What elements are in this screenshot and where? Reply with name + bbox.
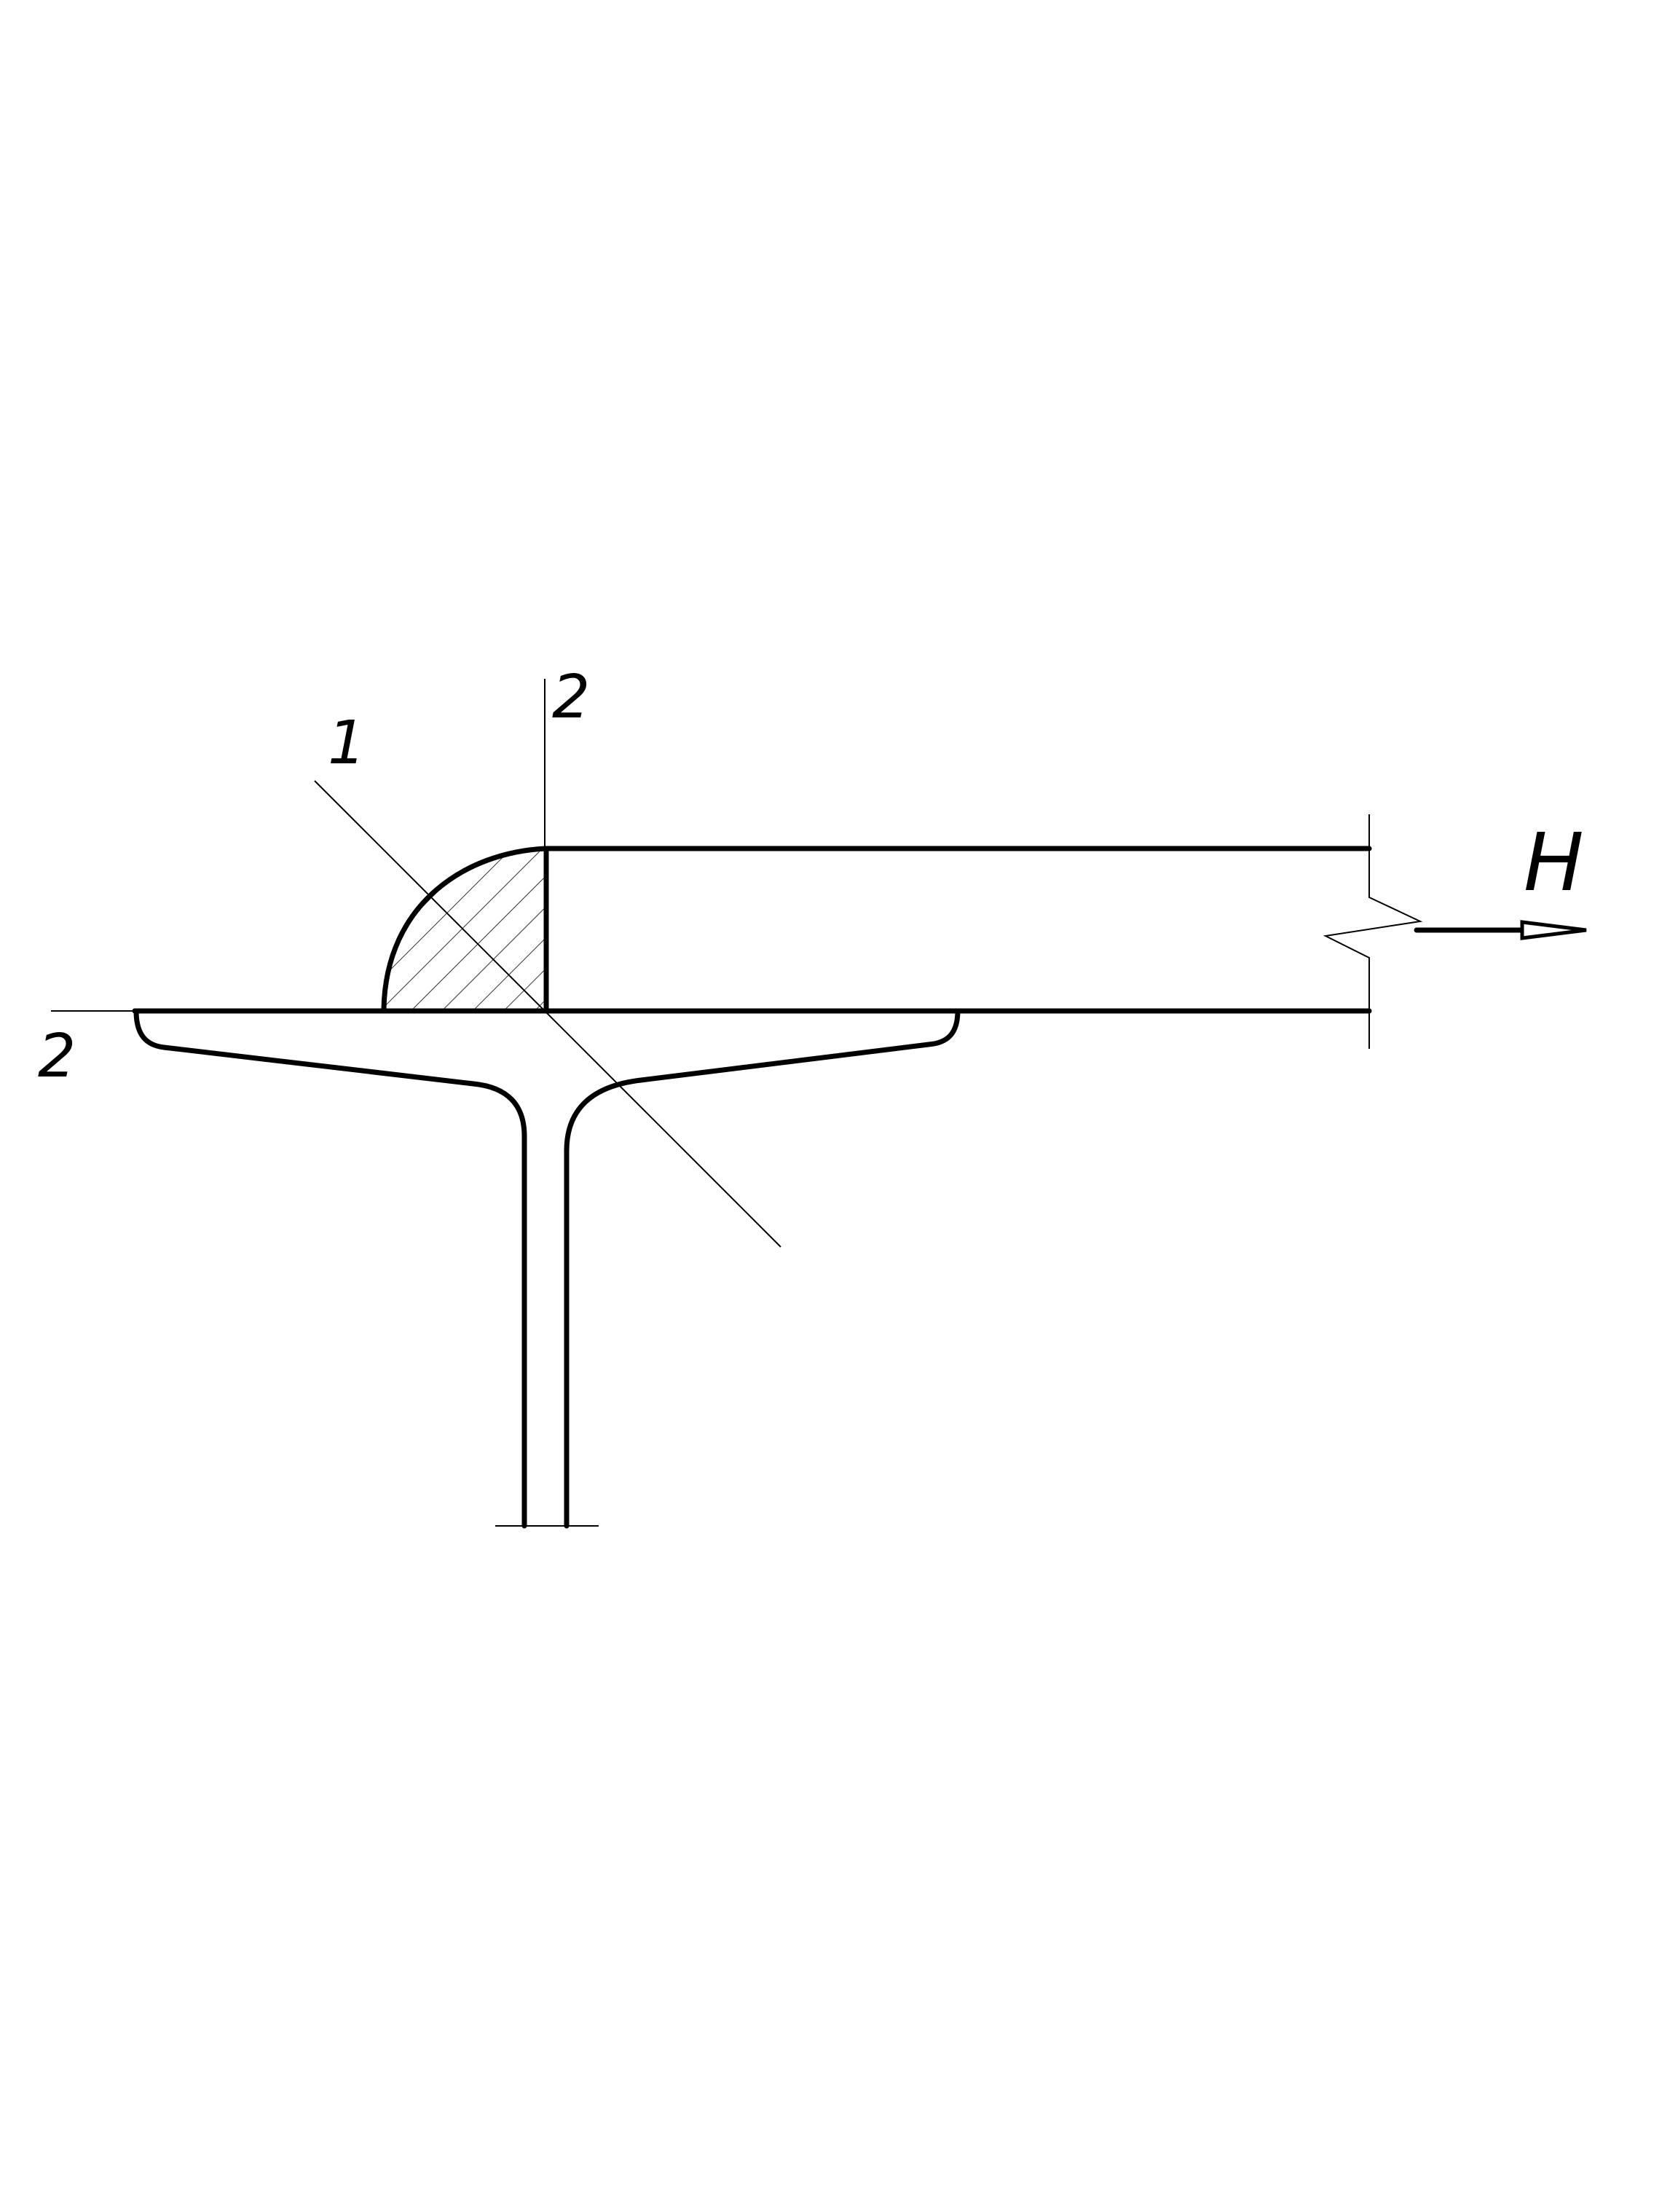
label-force-h: H — [1524, 816, 1584, 909]
label-section-2-top: 2 — [552, 663, 590, 732]
plate — [543, 846, 1372, 1014]
label-section-2-left: 2 — [38, 1022, 76, 1091]
section-line-1 — [314, 780, 781, 1248]
force-arrow — [1414, 920, 1587, 940]
weld-fillet — [381, 846, 549, 1012]
label-section-1: 1 — [328, 709, 366, 778]
break-line — [1323, 814, 1423, 1049]
rail-profile — [132, 1008, 1372, 1529]
